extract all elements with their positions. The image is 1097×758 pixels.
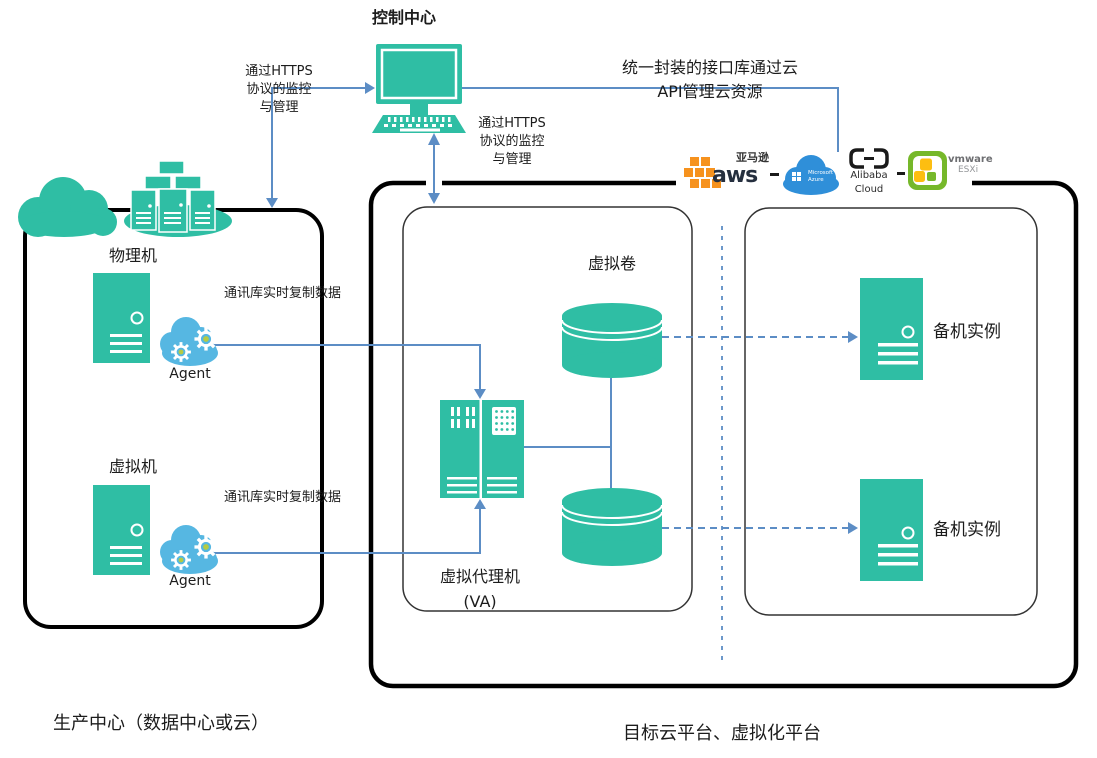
keyboard-icon <box>372 115 466 133</box>
aws-wordmark: aws <box>712 163 758 188</box>
arrow-up-into-va <box>474 499 486 509</box>
control-center-monitor-icon <box>376 44 462 117</box>
backup-server-top-icon <box>860 278 923 380</box>
alibaba-wordmark: Alibaba Cloud <box>850 170 888 195</box>
virtual-machine-label: 虚拟机 <box>108 457 157 476</box>
arrow-up-to-keyboard <box>428 133 440 145</box>
https-right-note: 通过HTTPS 协议的监控 与管理 <box>478 116 546 168</box>
physical-machine-label: 物理机 <box>108 246 157 265</box>
logo-separator-dash-2 <box>897 172 905 175</box>
api-connector <box>462 87 839 152</box>
virtual-volume-cylinder-bottom-icon <box>561 488 663 566</box>
production-center-caption: 生产中心（数据中心或云） <box>53 713 269 734</box>
https-left-connector <box>271 87 366 199</box>
backup-server-bottom-icon <box>860 479 923 581</box>
agent-top-label: Agent <box>169 366 211 382</box>
virtual-server-tower-icon <box>93 485 150 575</box>
azure-wordmark: Microsoft Azure <box>808 170 834 183</box>
esxi-wordmark: ESXi <box>958 165 979 175</box>
api-note: 统一封装的接口库通过云 API管理云资源 <box>621 58 798 101</box>
physical-server-tower-icon <box>93 273 150 363</box>
replicate-top-note: 通讯库实时复制数据 <box>224 286 342 301</box>
va-zone-box <box>402 206 693 612</box>
cloud-icon <box>18 177 117 237</box>
backup-instance-bottom-label: 备机实例 <box>933 520 1001 540</box>
server-rack-cluster-icon <box>124 160 232 237</box>
connectors <box>212 87 848 660</box>
azure-logo-icon <box>783 155 839 195</box>
arrow-down-to-target <box>428 193 440 204</box>
aws-chinese-label: 亚马逊 <box>736 151 769 164</box>
agent-bottom-connector <box>212 509 481 554</box>
arrow-right-into-backup-bottom <box>848 522 858 534</box>
agent-top-connector <box>212 344 481 389</box>
page-title: 控制中心 <box>372 8 437 27</box>
arrow-right-into-monitor <box>365 82 375 94</box>
vmware-esxi-logo-icon <box>908 151 947 190</box>
target-platform-caption: 目标云平台、虚拟化平台 <box>623 723 821 744</box>
virtual-volume-label: 虚拟卷 <box>587 254 636 273</box>
arrowheads <box>266 82 858 534</box>
backup-zone-box <box>744 207 1038 616</box>
va-label: 虚拟代理机 (VA) <box>439 567 520 611</box>
agent-top-cloud-gears-icon <box>160 317 220 366</box>
aws-logo-icon <box>684 157 721 188</box>
va-cabinet-icon <box>440 400 524 498</box>
arrow-down-into-va <box>474 389 486 399</box>
logo-separator-dash-1 <box>770 173 779 176</box>
https-left-note: 通过HTTPS 协议的监控 与管理 <box>245 64 313 116</box>
agent-bottom-cloud-gears-icon <box>160 525 220 574</box>
vmware-wordmark: vmware <box>948 154 993 165</box>
replicate-bottom-note: 通讯库实时复制数据 <box>224 490 342 505</box>
backup-instance-top-label: 备机实例 <box>933 322 1001 342</box>
agent-bottom-label: Agent <box>169 573 211 589</box>
arrow-right-into-backup-top <box>848 331 858 343</box>
arrow-down-into-production <box>266 198 278 208</box>
virtual-volume-cylinder-top-icon <box>561 303 663 378</box>
alibaba-cloud-logo-icon <box>849 148 889 169</box>
